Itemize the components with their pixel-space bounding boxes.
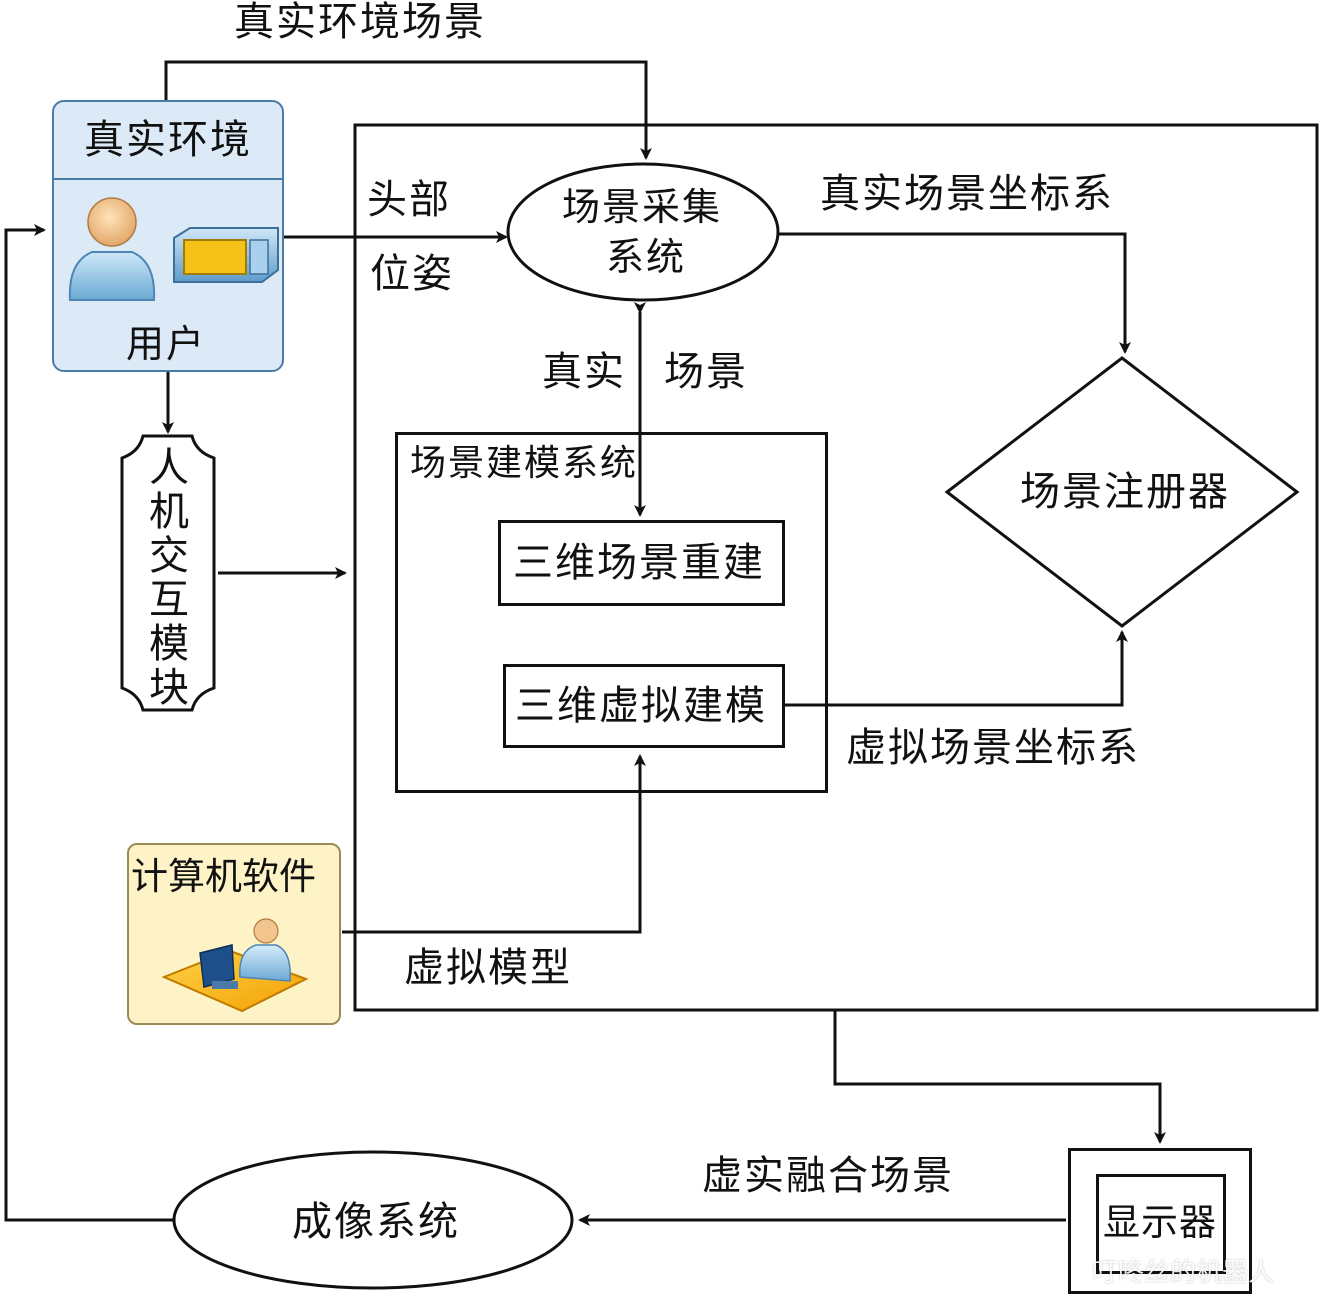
virtual-model-label: 虚拟模型 [404,945,572,991]
scene-capture-line1: 场景采集 [562,185,723,229]
head-mounted-display-icon [173,227,279,283]
real-environment-divider [52,178,284,180]
scene-registrar-label: 场景注册器 [1020,469,1230,515]
real-scene-coord-label: 真实场景坐标系 [820,171,1114,217]
arrow-virtual-coord [785,630,1128,707]
virtual-scene-coord-label: 虚拟场景坐标系 [846,725,1140,771]
user-label: 用户 [126,322,207,366]
user-person-icon [68,197,156,301]
arrow-real-env-scene [164,60,652,160]
hci-module-label: 人机交互模块 [149,445,189,711]
display-label: 显示器 [1103,1201,1217,1244]
real-label: 真实 [542,349,626,395]
real-environment-title: 真实环境 [84,117,252,163]
computer-user-icon [161,918,309,1013]
fusion-scene-label: 虚实融合场景 [702,1153,954,1199]
virtual-modeling-3d-box [503,664,785,748]
scene-registrar-diamond [944,356,1300,628]
arrow-real-coord [778,232,1131,354]
scene-capture-line2: 系统 [606,235,687,279]
arrow-imaging-user [4,224,174,1222]
arrow-virtual-model [342,754,646,934]
scene-label: 场景 [664,349,748,395]
imaging-system-label: 成像系统 [292,1199,460,1245]
real-env-scene-label: 真实环境场景 [234,0,486,45]
arrow-frame-display [833,1010,1166,1144]
hci-module-shape [120,434,216,712]
watermark: 叮咚丝的机器人 [1092,1258,1275,1288]
reconstruction-3d-box [498,520,785,606]
display-inner-box [1096,1174,1226,1274]
scene-modeling-label: 场景建模系统 [410,443,639,484]
scene-modeling-box [395,432,828,793]
head-label: 头部 [367,177,451,223]
computer-software-label: 计算机软件 [131,855,316,898]
pose-label: 位姿 [370,251,454,297]
imaging-system-ellipse [172,1150,574,1290]
reconstruction-3d-label: 三维场景重建 [513,540,765,586]
virtual-modeling-3d-label: 三维虚拟建模 [515,683,767,729]
scene-capture-ellipse [506,162,780,302]
